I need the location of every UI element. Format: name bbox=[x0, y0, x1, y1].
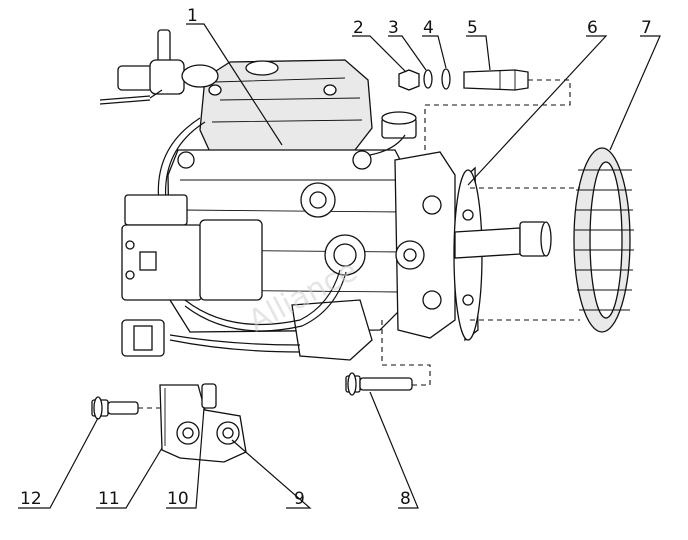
callout-3: 3 bbox=[388, 18, 399, 38]
callout-11: 11 bbox=[98, 489, 120, 509]
solenoid-block bbox=[121, 194, 263, 357]
callout-2: 2 bbox=[353, 18, 364, 38]
leader-lines bbox=[18, 23, 661, 509]
assembly-lines bbox=[138, 79, 580, 409]
inlet-banjo-fitting bbox=[99, 29, 219, 105]
bolt-12 bbox=[91, 396, 139, 420]
key-pin-5 bbox=[463, 69, 529, 91]
callout-12: 12 bbox=[20, 489, 42, 509]
bolt-8 bbox=[345, 372, 413, 396]
callout-9: 9 bbox=[294, 489, 305, 509]
callout-5: 5 bbox=[467, 18, 478, 38]
drive-gear-7 bbox=[573, 147, 634, 333]
callout-labels: 1 2 3 4 5 6 7 8 9 10 11 12 bbox=[20, 6, 652, 509]
callout-10: 10 bbox=[167, 489, 189, 509]
washer-3 bbox=[423, 69, 433, 89]
callout-7: 7 bbox=[641, 18, 652, 38]
nut-2 bbox=[398, 69, 420, 91]
callout-6: 6 bbox=[587, 18, 598, 38]
callout-8: 8 bbox=[400, 489, 411, 509]
drive-shaft bbox=[454, 221, 552, 259]
callout-1: 1 bbox=[187, 6, 198, 26]
callout-4: 4 bbox=[423, 18, 434, 38]
washer-4 bbox=[441, 68, 451, 90]
